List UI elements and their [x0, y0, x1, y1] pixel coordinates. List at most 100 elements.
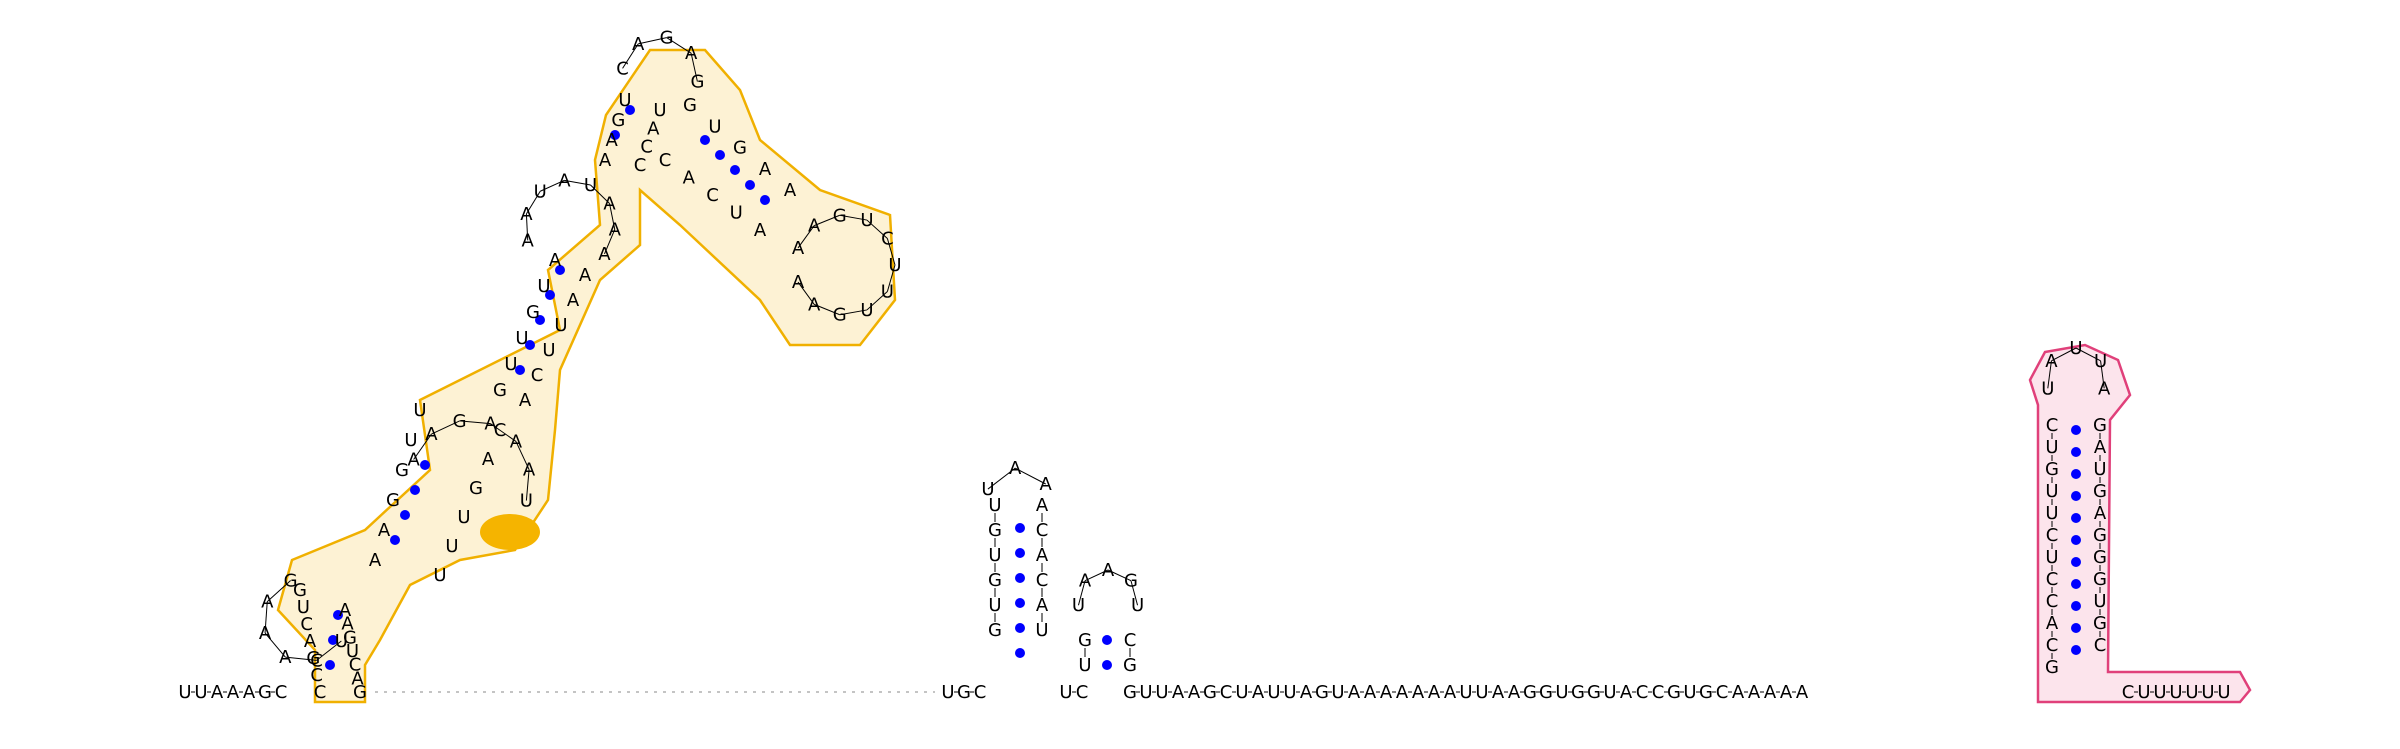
nucleotide: G — [386, 490, 400, 511]
nucleotide: A — [304, 631, 317, 652]
nucleotide: G — [1124, 571, 1138, 592]
nucleotide: G — [1699, 682, 1713, 703]
base-pair-dot — [760, 195, 770, 205]
nucleotide: U — [2045, 481, 2058, 502]
nucleotide: C — [1036, 520, 1049, 541]
nucleotide: U — [1078, 655, 1091, 676]
base-pair-dot — [1102, 635, 1112, 645]
backbone-segment — [1014, 467, 1046, 485]
nucleotide: G — [453, 411, 467, 432]
nucleotide: C — [494, 420, 507, 441]
nucleotide: A — [1444, 682, 1457, 703]
nucleotide: U — [1155, 682, 1168, 703]
nucleotide: U — [860, 300, 873, 321]
base-pair-dot — [420, 460, 430, 470]
nucleotide: A — [598, 244, 611, 265]
base-pair-dot — [2071, 491, 2081, 501]
nucleotide: C — [881, 229, 894, 250]
base-pair-dot — [2071, 469, 2081, 479]
nucleotide: A — [378, 520, 391, 541]
nucleotide: U — [988, 595, 1001, 616]
nucleotide: G — [2093, 547, 2107, 568]
backbone-segment — [886, 238, 896, 266]
backbone-segment — [413, 433, 432, 460]
base-pair-dot — [610, 130, 620, 140]
nucleotide: U — [2217, 682, 2230, 703]
backbone-segment — [866, 291, 888, 311]
nucleotide: G — [833, 305, 847, 326]
nucleotide: A — [520, 204, 533, 225]
nucleotide: C — [1636, 682, 1649, 703]
nucleotide: A — [549, 250, 562, 271]
nucleotide: A — [1412, 682, 1425, 703]
nucleotide: U — [1331, 682, 1344, 703]
base-pair-dot — [1015, 523, 1025, 533]
nucleotide: A — [1036, 545, 1049, 566]
nucleotide: A — [647, 118, 660, 139]
nucleotide: G — [2093, 415, 2107, 436]
nucleotide: U — [2093, 591, 2106, 612]
nucleotide: G — [988, 620, 1002, 641]
backbone-segment — [2075, 347, 2101, 362]
nucleotide: G — [1315, 682, 1329, 703]
nucleotide: A — [339, 600, 352, 621]
nucleotide: U — [1035, 620, 1048, 641]
nucleotide: A — [808, 216, 821, 237]
nucleotide: U — [2137, 682, 2150, 703]
nucleotide: A — [2045, 351, 2058, 372]
nucleotide: U — [988, 495, 1001, 516]
backbone-segment — [609, 203, 616, 230]
nucleotide: A — [1036, 595, 1049, 616]
backbone-segment — [690, 53, 698, 82]
nucleotide: A — [808, 294, 821, 315]
nucleotide: G — [284, 571, 298, 592]
nucleotide: A — [211, 682, 224, 703]
nucleotide: C — [300, 614, 313, 635]
backbone-segment — [490, 423, 517, 442]
nucleotide: G — [306, 648, 320, 669]
nucleotide: A — [1492, 682, 1505, 703]
nucleotide: C — [314, 682, 327, 703]
backbone-segment — [797, 225, 815, 249]
base-pair-dot — [2071, 535, 2081, 545]
nucleotide: U — [457, 507, 470, 528]
nucleotide: A — [261, 592, 274, 613]
backbone-segment — [525, 469, 530, 501]
nucleotide: U — [1131, 595, 1144, 616]
nucleotide: C — [310, 650, 323, 671]
nucleotide: U — [2041, 378, 2054, 399]
backbone-segment — [839, 214, 868, 221]
backbone-segment — [987, 467, 1016, 490]
nucleotide: U — [515, 328, 528, 349]
nucleotide: A — [754, 220, 767, 241]
nucleotide: U — [1459, 682, 1472, 703]
backbone-segment — [1077, 580, 1086, 606]
nucleotide: A — [484, 414, 497, 435]
nucleotide: G — [343, 627, 357, 648]
nucleotide: A — [1764, 682, 1777, 703]
nucleotide: U — [534, 181, 547, 202]
nucleotide: A — [482, 449, 495, 470]
nucleotide: A — [579, 265, 592, 286]
nucleotide: A — [227, 682, 240, 703]
nucleotide: A — [1079, 571, 1092, 592]
base-pair-dot — [545, 290, 555, 300]
base-pair-dot — [328, 635, 338, 645]
nucleotide: A — [1040, 474, 1053, 495]
nucleotide: A — [558, 170, 571, 191]
nucleotide: A — [407, 449, 420, 470]
base-pair-dot — [525, 340, 535, 350]
backbone-segment — [590, 184, 610, 204]
nucleotide: C — [706, 185, 719, 206]
nucleotide: A — [792, 238, 805, 259]
nucleotide: C — [2046, 525, 2059, 546]
nucleotide: G — [1523, 682, 1537, 703]
nucleotide: C — [640, 137, 653, 158]
nucleotide: C — [2046, 569, 2059, 590]
nucleotide: U — [413, 400, 426, 421]
nucleotide: G — [1203, 682, 1217, 703]
nucleotide: G — [988, 520, 1002, 541]
nucleotide: A — [279, 647, 292, 668]
nucleotide: U — [1139, 682, 1152, 703]
